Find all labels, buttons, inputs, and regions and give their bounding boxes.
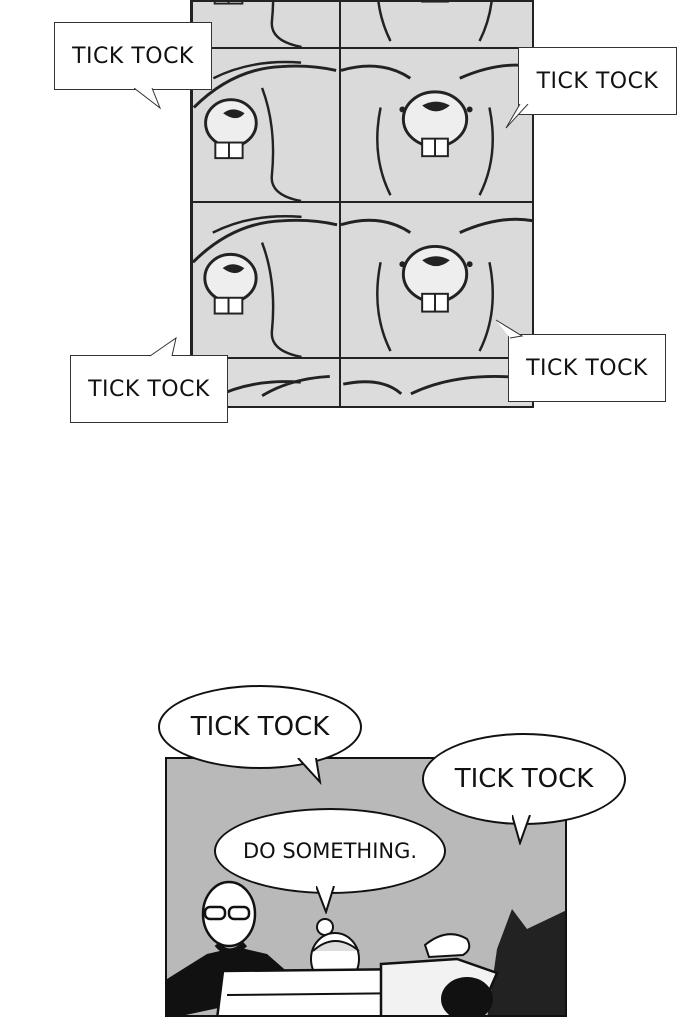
caption-box: TICK TOCK [518, 47, 677, 115]
caption-pointer [134, 88, 162, 110]
caption-box: TICK TOCK [54, 22, 212, 90]
creature-face-cell [340, 202, 532, 358]
caption-box: TICK TOCK [70, 355, 228, 423]
creature-face-cell [340, 2, 532, 48]
right-character [379, 909, 565, 1015]
creature-face-cell [192, 202, 340, 358]
bubble-tail [512, 815, 531, 845]
caption-pointer [149, 336, 177, 357]
speech-bubble: TICK TOCK [158, 685, 362, 769]
creature-grid-panel [190, 0, 534, 408]
caption-text: TICK TOCK [72, 43, 194, 69]
caption-text: TICK TOCK [536, 68, 659, 94]
bubble-text: DO SOMETHING. [242, 839, 418, 863]
creature-face-cell [340, 48, 532, 202]
speech-bubble: DO SOMETHING. [214, 808, 446, 894]
bubble-tail [316, 886, 335, 914]
caption-text: TICK TOCK [526, 355, 648, 381]
bubble-text: TICK TOCK [190, 712, 330, 742]
speech-bubble: TICK TOCK [422, 733, 626, 825]
bubble-tail [297, 758, 322, 786]
caption-pointer [505, 104, 529, 129]
bubble-text: TICK TOCK [454, 764, 594, 794]
caption-box: TICK TOCK [508, 334, 666, 402]
creature-face-cell [192, 48, 340, 202]
creature-face-cell [192, 2, 340, 48]
caption-pointer [495, 319, 524, 339]
bald-character [167, 880, 307, 1015]
caption-text: TICK TOCK [88, 376, 210, 402]
creature-face-cell [340, 358, 532, 406]
